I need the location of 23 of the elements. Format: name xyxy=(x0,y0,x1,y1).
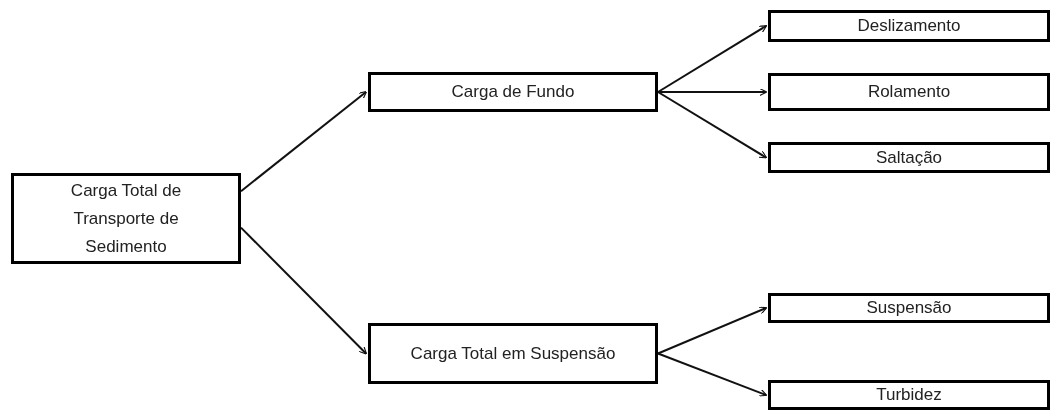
box-label: Suspensão xyxy=(865,297,953,319)
box-label: Rolamento xyxy=(866,81,952,103)
box-label: Carga Total em Suspensão xyxy=(409,342,617,365)
box-label: Turbidez xyxy=(875,384,943,406)
arrow xyxy=(657,306,768,355)
process-box xyxy=(768,380,1050,410)
process-box xyxy=(368,72,658,112)
process-box xyxy=(768,142,1050,173)
arrow xyxy=(240,226,368,355)
arrow xyxy=(657,87,768,97)
process-box xyxy=(768,10,1050,42)
arrow xyxy=(657,352,768,397)
box-label: Carga de Fundo xyxy=(450,81,576,103)
arrow xyxy=(657,91,768,159)
box-label: Saltação xyxy=(874,146,944,169)
box-label: Carga Total de Transporte de Sedimento xyxy=(69,179,183,258)
box-label: Deslizamento xyxy=(856,15,962,37)
arrow xyxy=(240,91,368,193)
process-box xyxy=(768,73,1050,111)
process-box xyxy=(368,323,658,384)
arrow xyxy=(657,25,768,93)
process-box xyxy=(11,173,241,264)
process-box xyxy=(768,293,1050,323)
